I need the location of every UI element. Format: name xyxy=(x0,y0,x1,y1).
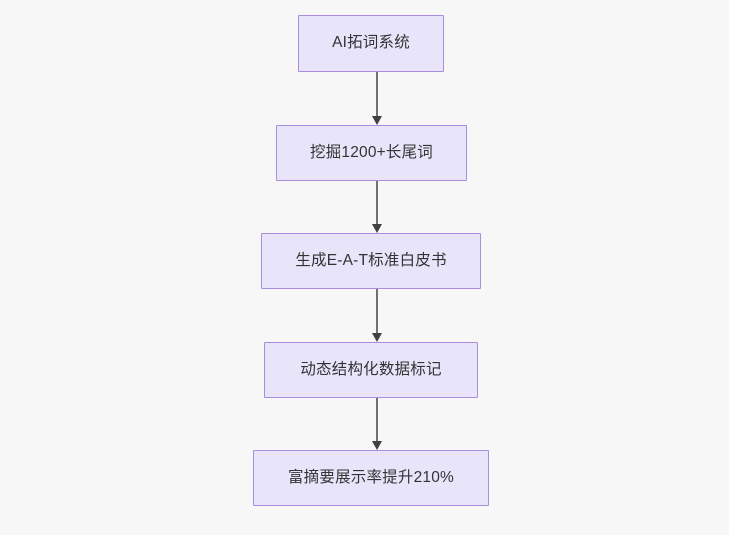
flow-node-label: 富摘要展示率提升210% xyxy=(287,468,455,486)
flow-edge-2-to-3 xyxy=(371,181,383,233)
arrowhead-icon xyxy=(372,441,382,450)
arrowhead-icon xyxy=(372,333,382,342)
edge-line xyxy=(376,398,378,442)
edge-line xyxy=(376,72,378,117)
flow-node-label: 生成E-A-T标准白皮书 xyxy=(295,251,447,269)
flow-edge-1-to-2 xyxy=(371,72,383,125)
flow-node-label: 挖掘1200+长尾词 xyxy=(309,143,434,161)
flow-edge-4-to-5 xyxy=(371,398,383,450)
flow-node-label: 动态结构化数据标记 xyxy=(300,360,442,378)
edge-line xyxy=(376,181,378,225)
flow-node-ai-keyword-system[interactable]: AI拓词系统 xyxy=(298,15,444,72)
arrowhead-icon xyxy=(372,224,382,233)
edge-line xyxy=(376,289,378,334)
flow-edge-3-to-4 xyxy=(371,289,383,342)
arrowhead-icon xyxy=(372,116,382,125)
flow-node-generate-eat-whitepaper[interactable]: 生成E-A-T标准白皮书 xyxy=(261,233,481,289)
flow-node-rich-snippet-rate-increase[interactable]: 富摘要展示率提升210% xyxy=(253,450,489,506)
flow-node-dynamic-structured-data-markup[interactable]: 动态结构化数据标记 xyxy=(264,342,478,398)
flow-node-label: AI拓词系统 xyxy=(332,34,410,52)
flow-node-mine-longtail-keywords[interactable]: 挖掘1200+长尾词 xyxy=(276,125,467,181)
